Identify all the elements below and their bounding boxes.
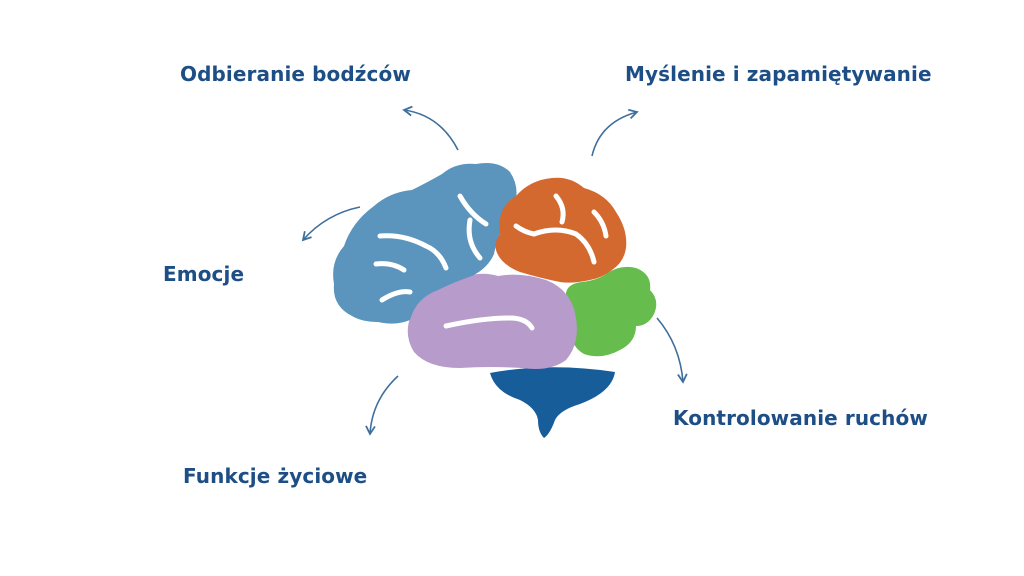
label-emocje: Emocje <box>163 262 245 286</box>
cerebellum-lobe-green <box>564 266 657 357</box>
label-funkcje-zyciowe: Funkcje życiowe <box>183 464 368 488</box>
arrow-to-bottom-right <box>656 317 688 384</box>
label-myslenie-i-zapamietywanie: Myślenie i zapamiętywanie <box>625 62 932 86</box>
temporal-lobe-purple <box>407 273 577 369</box>
arrow-to-bottom-left <box>365 375 399 436</box>
arrow-to-middle-left <box>301 206 361 242</box>
label-odbieranie-bodzcow: Odbieranie bodźców <box>180 62 411 86</box>
brainstem-lobe <box>490 367 615 438</box>
label-kontrolowanie-ruchow: Kontrolowanie ruchów <box>673 406 928 430</box>
arrow-to-top-left <box>402 105 459 151</box>
arrow-to-top-right <box>591 108 639 157</box>
